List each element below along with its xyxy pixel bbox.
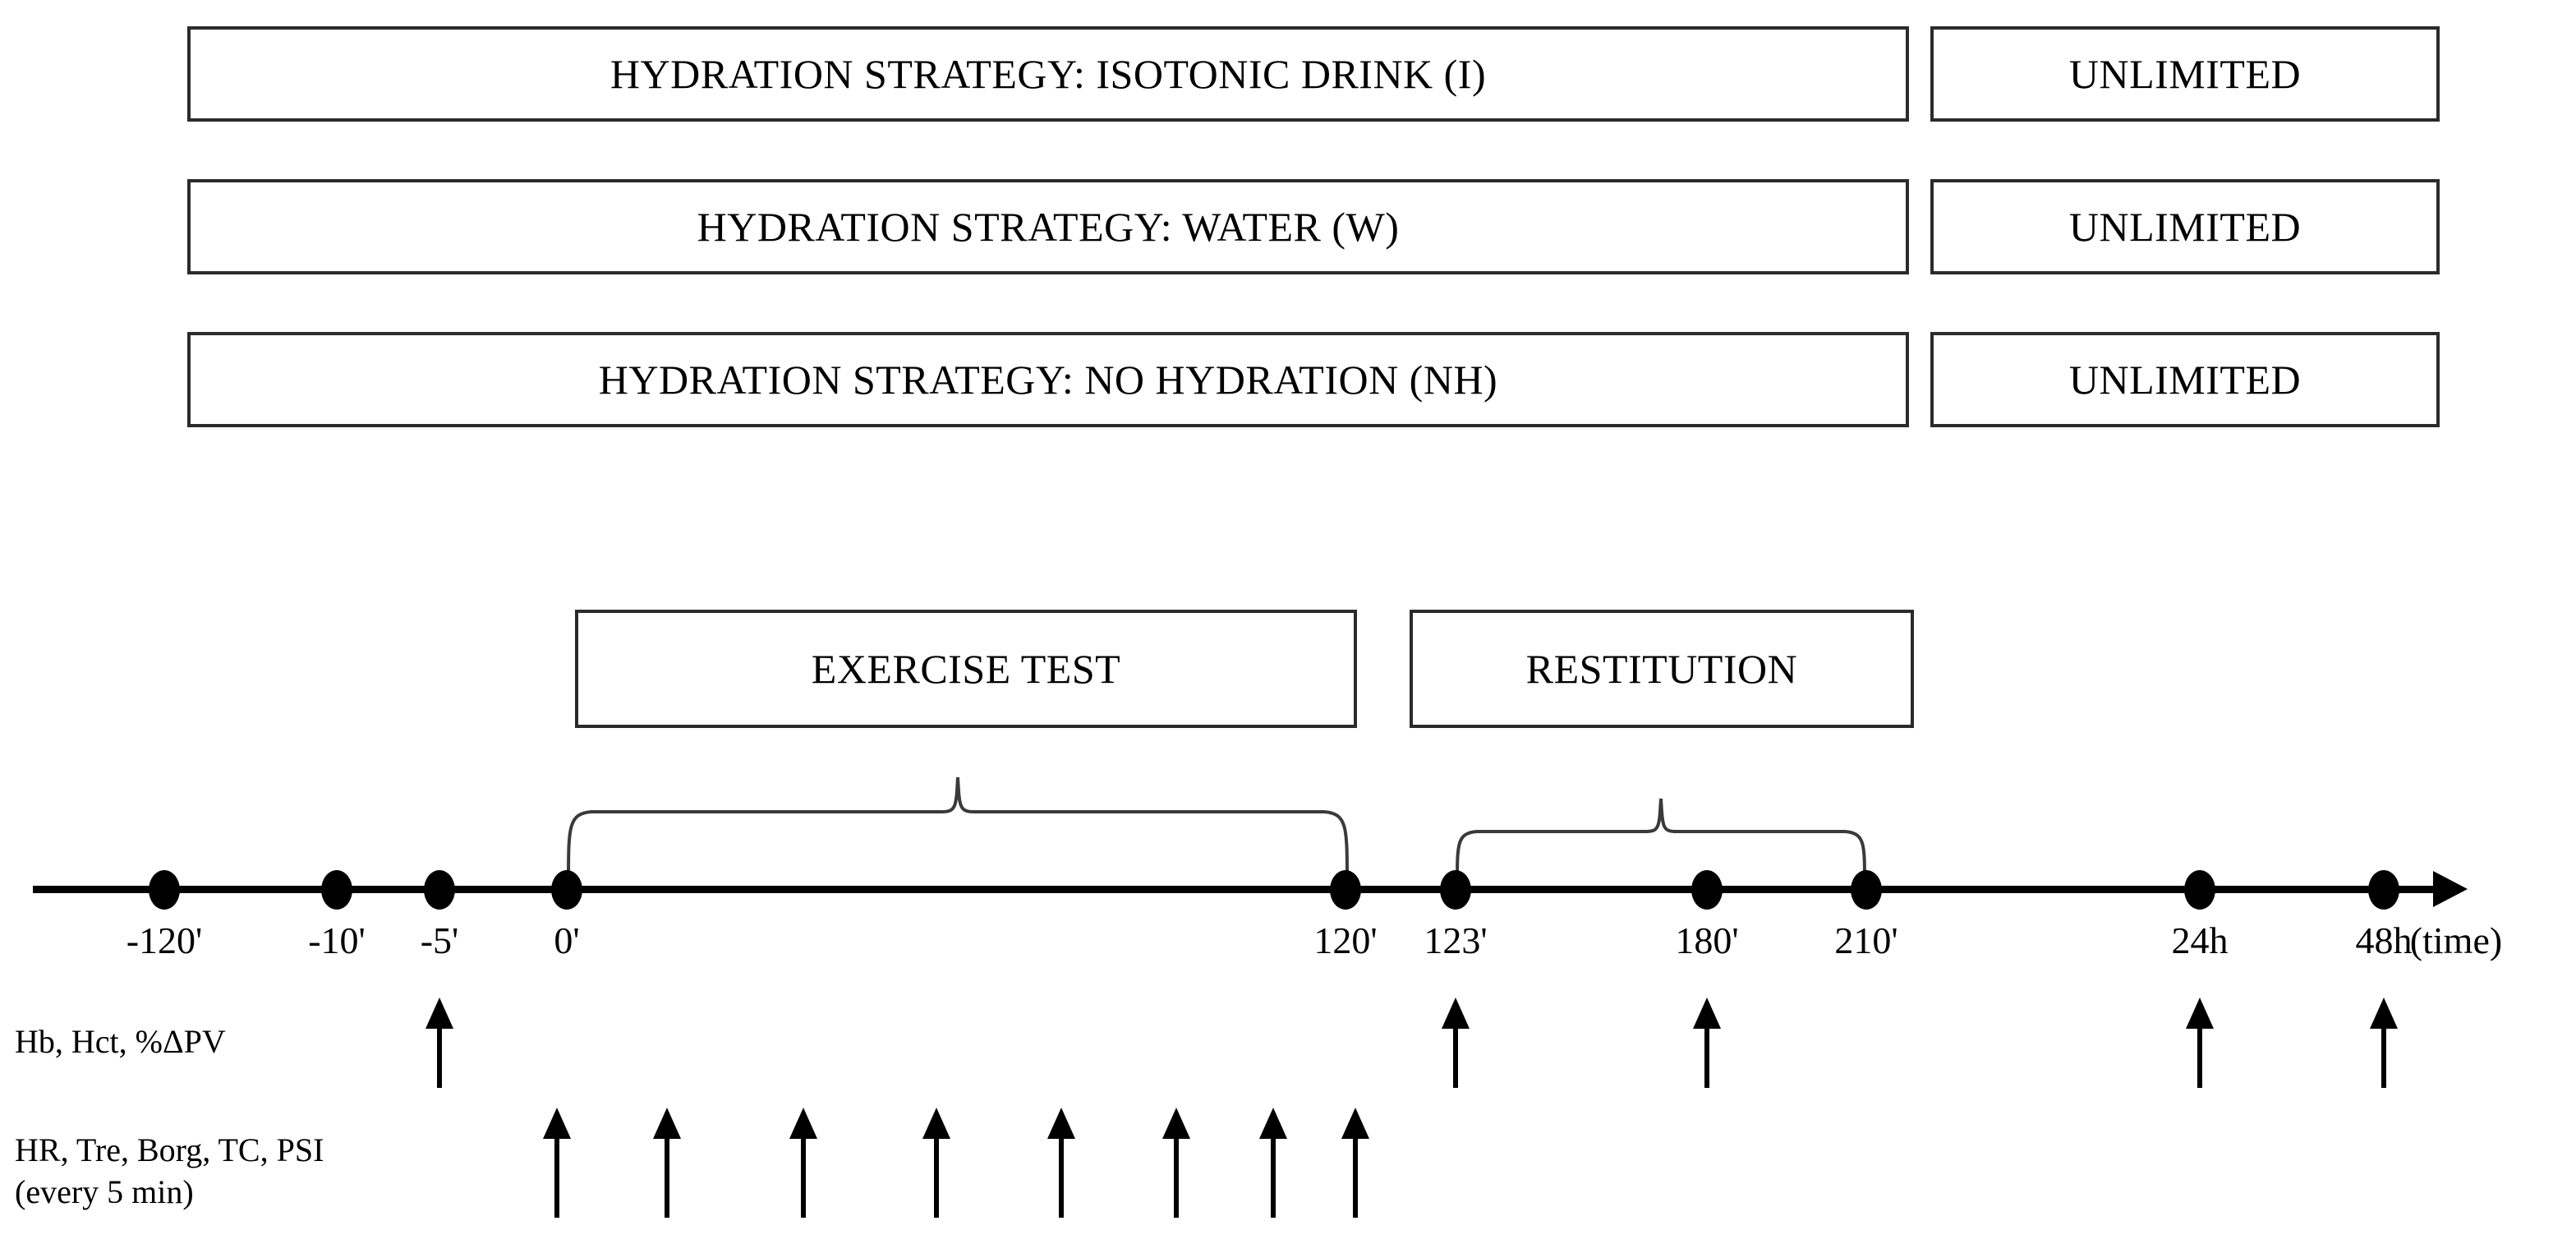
arrow-head <box>1162 1108 1190 1139</box>
arrow-head <box>789 1108 817 1139</box>
volume-label-water: UNLIMITED <box>2068 203 2302 250</box>
timeline-tick-label: -5' <box>420 919 459 961</box>
brace-exercise-test <box>567 776 1349 883</box>
strategy-box-no-hydration: HYDRATION STRATEGY: NO HYDRATION (NH) <box>187 332 1909 427</box>
arrow-shaft <box>2381 1025 2386 1088</box>
arrow-head <box>653 1108 681 1139</box>
timeline-tick-label: 0' <box>554 919 580 961</box>
timeline-tick-label: 210' <box>1834 919 1898 961</box>
volume-box-water: UNLIMITED <box>1930 179 2440 274</box>
arrow-head <box>1693 998 1721 1029</box>
arrow-head <box>2186 998 2214 1029</box>
phase-label-restitution: RESTITUTION <box>1525 645 1798 692</box>
timeline-dot <box>1440 870 1471 910</box>
volume-box-isotonic: UNLIMITED <box>1930 26 2440 122</box>
strategy-box-water: HYDRATION STRATEGY: WATER (W) <box>187 179 1909 274</box>
strategy-box-isotonic: HYDRATION STRATEGY: ISOTONIC DRINK (I) <box>187 26 1909 122</box>
arrow-shaft <box>1059 1136 1064 1218</box>
arrow-head <box>543 1108 571 1139</box>
timeline-axis <box>33 886 2456 893</box>
timeline-dot <box>424 870 455 910</box>
measurement-label-blood-markers: Hb, Hct, %ΔPV <box>15 1023 226 1060</box>
arrow-head <box>1259 1108 1287 1139</box>
strategy-label-water: HYDRATION STRATEGY: WATER (W) <box>697 203 1400 250</box>
timeline-tick-label: 24h <box>2171 919 2229 961</box>
arrow-shaft <box>1353 1136 1358 1218</box>
timeline-tick-label: 48h <box>2355 919 2413 961</box>
arrow-shaft <box>1271 1136 1276 1218</box>
timeline-tick-label: 123' <box>1424 919 1488 961</box>
timeline-dot <box>1691 870 1723 910</box>
arrow-shaft <box>1704 1025 1709 1088</box>
arrow-shaft <box>2197 1025 2202 1088</box>
phase-box-restitution: RESTITUTION <box>1410 610 1914 728</box>
arrow-shaft <box>934 1136 939 1218</box>
strategy-label-isotonic: HYDRATION STRATEGY: ISOTONIC DRINK (I) <box>610 50 1487 97</box>
phase-label-exercise-test: EXERCISE TEST <box>811 645 1121 692</box>
timeline-dot <box>2368 870 2399 910</box>
timeline-dot <box>1330 870 1361 910</box>
timeline-tick-label: -120' <box>126 919 203 961</box>
timeline-dot <box>321 870 352 910</box>
phase-box-exercise-test: EXERCISE TEST <box>575 610 1357 728</box>
arrow-shaft <box>801 1136 806 1218</box>
arrow-shaft <box>1174 1136 1179 1218</box>
arrow-head <box>1341 1108 1369 1139</box>
volume-label-isotonic: UNLIMITED <box>2068 50 2302 97</box>
arrow-head <box>922 1108 950 1139</box>
timeline-tick-label: -10' <box>308 919 366 961</box>
timeline-tick-label: 120' <box>1313 919 1378 961</box>
timeline-dot <box>551 870 582 910</box>
arrow-shaft <box>437 1025 442 1088</box>
time-axis-caption: (time) <box>2409 919 2503 961</box>
arrow-head <box>1442 998 1470 1029</box>
arrow-shaft <box>554 1136 559 1218</box>
volume-box-no-hydration: UNLIMITED <box>1930 332 2440 427</box>
brace-restitution <box>1456 798 1866 885</box>
arrow-shaft <box>1453 1025 1458 1088</box>
arrow-head <box>2370 998 2398 1029</box>
arrow-shaft <box>665 1136 669 1218</box>
timeline-dot <box>149 870 180 910</box>
strategy-label-no-hydration: HYDRATION STRATEGY: NO HYDRATION (NH) <box>598 356 1498 403</box>
timeline-dot <box>1851 870 1882 910</box>
arrow-head <box>1047 1108 1075 1139</box>
timeline-arrowhead-icon <box>2433 871 2468 907</box>
measurement-label-physiological-markers: HR, Tre, Borg, TC, PSI (every 5 min) <box>15 1131 324 1211</box>
volume-label-no-hydration: UNLIMITED <box>2068 356 2302 403</box>
arrow-head <box>426 998 453 1029</box>
timeline-dot <box>2184 870 2215 910</box>
timeline-tick-label: 180' <box>1675 919 1739 961</box>
